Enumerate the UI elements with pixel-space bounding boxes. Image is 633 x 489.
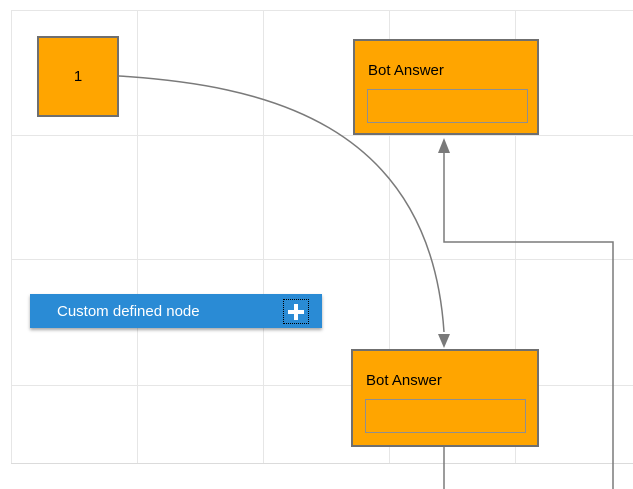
node-input-box[interactable]: [365, 399, 526, 433]
arrowhead-down-icon: [438, 334, 450, 348]
custom-node-button[interactable]: Custom defined node: [30, 294, 322, 328]
node-bot-answer-top[interactable]: Bot Answer: [353, 39, 539, 135]
arrowhead-up-icon: [438, 138, 450, 153]
node-start-label: 1: [73, 68, 83, 85]
plus-icon-bar: [294, 304, 298, 320]
node-start[interactable]: 1: [37, 36, 119, 117]
node-bot-answer-bottom[interactable]: Bot Answer: [351, 349, 539, 447]
node-input-box[interactable]: [367, 89, 528, 123]
plus-icon[interactable]: [283, 299, 309, 324]
node-title: Bot Answer: [368, 62, 444, 79]
connector-curve[interactable]: [118, 75, 445, 333]
node-title: Bot Answer: [366, 372, 442, 389]
custom-node-label: Custom defined node: [57, 302, 200, 320]
connector-orthogonal[interactable]: [443, 153, 614, 489]
